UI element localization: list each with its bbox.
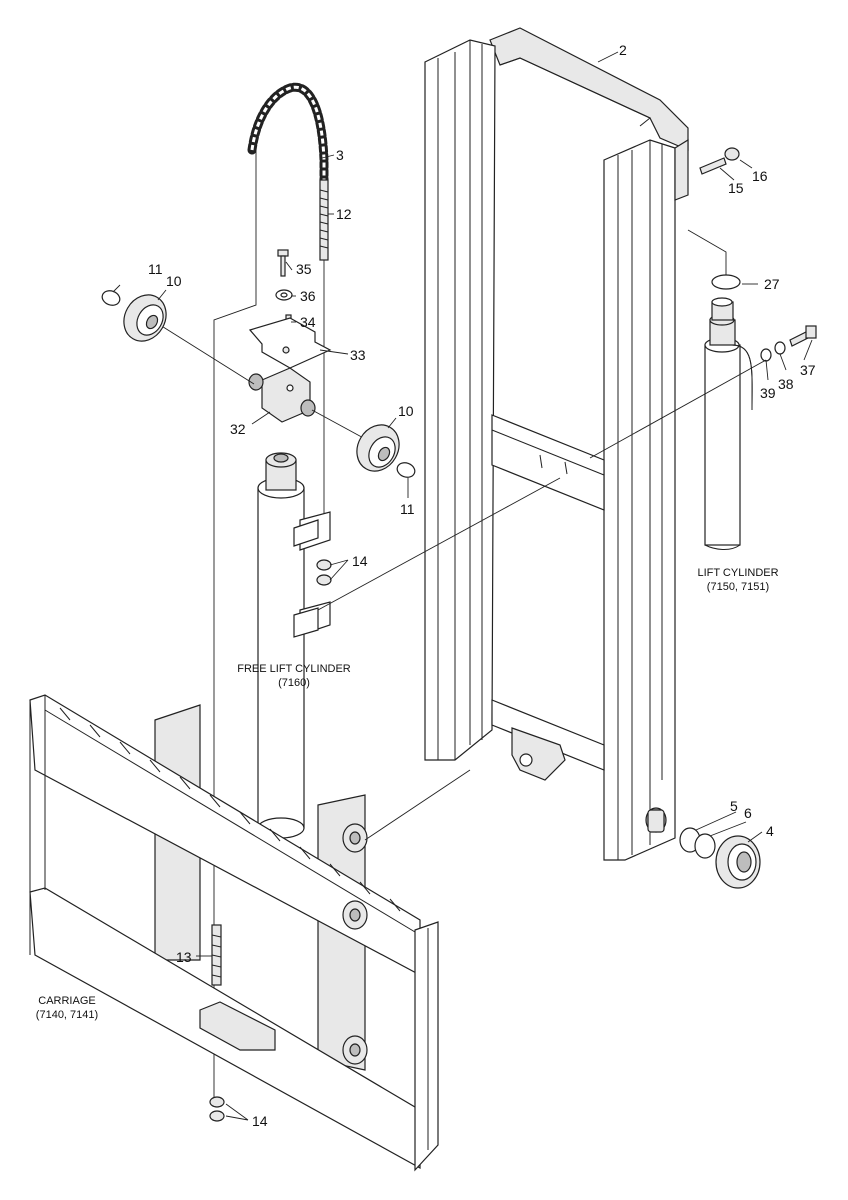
- nut-16: [724, 147, 740, 161]
- nuts-14-upper: [316, 559, 332, 586]
- chain-anchor-bolt: [319, 179, 329, 261]
- shim-6: [694, 833, 716, 859]
- component-captions: LIFT CYLINDER (7150, 7151) FREE LIFT CYL…: [36, 567, 779, 1021]
- nut-39: [760, 348, 772, 362]
- nuts-14-lower: [209, 1096, 225, 1122]
- bolt-35: [277, 249, 289, 277]
- label-10-lower: 10: [398, 403, 414, 419]
- label-2: 2: [619, 42, 627, 58]
- bolt-37: [789, 325, 817, 347]
- label-39: 39: [760, 385, 776, 401]
- label-34: 34: [300, 314, 316, 330]
- outer-mast: [424, 27, 689, 861]
- snap-ring-11-lower: [396, 462, 416, 478]
- label-14-upper: 14: [352, 553, 368, 569]
- lift-chain: [247, 82, 329, 185]
- label-15: 15: [728, 180, 744, 196]
- label-38: 38: [778, 376, 794, 392]
- label-32: 32: [230, 421, 246, 437]
- free-lift-cylinder: [257, 452, 331, 839]
- bracket-33: [248, 317, 332, 369]
- caption-carriage-code: (7140, 7141): [36, 1009, 98, 1021]
- label-37: 37: [800, 362, 816, 378]
- sheave-support-32: [248, 367, 316, 423]
- caption-free-lift-cylinder: FREE LIFT CYLINDER: [237, 663, 351, 675]
- chain-path-line: [213, 150, 257, 1100]
- lift-cylinder: [704, 297, 753, 550]
- label-6: 6: [744, 805, 752, 821]
- label-13: 13: [176, 949, 192, 965]
- label-3: 3: [336, 147, 344, 163]
- label-35: 35: [296, 261, 312, 277]
- caption-lift-cylinder-code: (7150, 7151): [707, 581, 769, 593]
- sheave-10-lower: [356, 424, 400, 472]
- label-33: 33: [350, 347, 366, 363]
- label-16: 16: [752, 168, 768, 184]
- label-36: 36: [300, 288, 316, 304]
- label-27: 27: [764, 276, 780, 292]
- carriage: [29, 694, 439, 1172]
- label-11-upper: 11: [148, 261, 163, 277]
- bolt-15: [699, 157, 727, 175]
- leader-lines: [112, 51, 813, 1121]
- caption-free-lift-cylinder-code: (7160): [278, 677, 310, 689]
- label-5: 5: [730, 798, 738, 814]
- label-11-lower: 11: [400, 501, 415, 517]
- washer-36: [275, 289, 293, 301]
- caption-carriage: CARRIAGE: [38, 995, 95, 1007]
- label-14-lower: 14: [252, 1113, 268, 1129]
- roller-bearing-4: [715, 835, 761, 889]
- label-12: 12: [336, 206, 352, 222]
- o-ring-27: [711, 274, 741, 290]
- caption-lift-cylinder: LIFT CYLINDER: [697, 567, 778, 579]
- label-10-upper: 10: [166, 273, 182, 289]
- washer-38: [774, 341, 786, 355]
- snap-ring-11-upper: [101, 290, 121, 306]
- part-number-labels: 2 3 12 11 10 35 36 34 33 32 10 11 14 15 …: [148, 42, 816, 1129]
- label-4: 4: [766, 823, 774, 839]
- sheave-10-upper: [123, 294, 167, 342]
